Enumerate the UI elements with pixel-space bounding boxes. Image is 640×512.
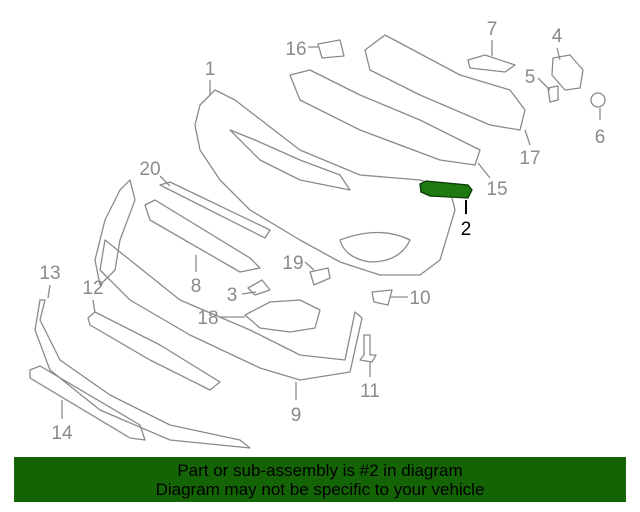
callout-10[interactable]: 10 — [409, 288, 430, 309]
callout-7[interactable]: 7 — [487, 19, 498, 40]
part-13[interactable] — [94, 179, 136, 286]
part-9-lower-cover[interactable] — [99, 239, 363, 381]
part-2-bracket-highlighted[interactable] — [419, 180, 473, 199]
callout-4[interactable]: 4 — [552, 26, 563, 47]
callout-8[interactable]: 8 — [191, 276, 202, 297]
callout-15[interactable]: 15 — [486, 179, 507, 200]
callout-16[interactable]: 16 — [285, 39, 306, 60]
callout-14[interactable]: 14 — [51, 423, 73, 444]
callout-12[interactable]: 12 — [82, 278, 103, 299]
callout-19[interactable]: 19 — [282, 253, 303, 274]
callout-1[interactable]: 1 — [205, 59, 216, 80]
callout-5[interactable]: 5 — [525, 67, 536, 88]
callout-2[interactable]: 2 — [461, 219, 472, 240]
callout-18[interactable]: 18 — [197, 308, 218, 329]
callout-6[interactable]: 6 — [595, 127, 606, 148]
banner-line-part: Part or sub-assembly is #2 in diagram — [177, 461, 463, 480]
part-15-reinforcement[interactable] — [289, 69, 481, 166]
callout-20[interactable]: 20 — [139, 159, 160, 180]
part-1-bumper-cover[interactable] — [194, 89, 456, 276]
callout-9[interactable]: 9 — [291, 405, 302, 426]
part-17-beam[interactable] — [364, 34, 526, 131]
leader-lines — [47, 40, 601, 419]
info-banner: Part or sub-assembly is #2 in diagram Di… — [14, 457, 626, 502]
callout-13[interactable]: 13 — [39, 263, 60, 284]
callout-3[interactable]: 3 — [227, 285, 238, 306]
callout-17[interactable]: 17 — [519, 148, 540, 169]
banner-line-disclaimer: Diagram may not be specific to your vehi… — [155, 480, 485, 499]
callout-11[interactable]: 11 — [360, 381, 380, 402]
